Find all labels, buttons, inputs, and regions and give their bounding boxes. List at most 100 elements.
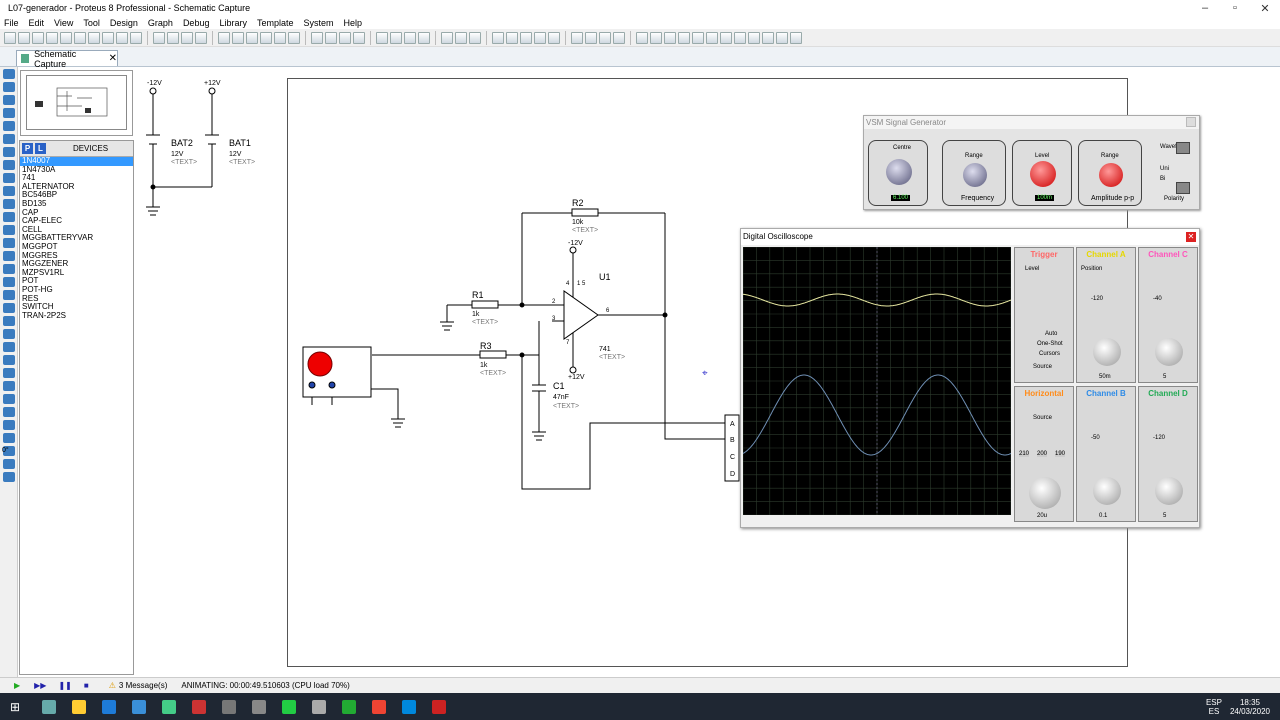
- toolbar-button[interactable]: [74, 31, 86, 44]
- mode-tool-button[interactable]: [3, 355, 15, 365]
- device-item[interactable]: ALTERNATOR: [22, 181, 75, 191]
- device-item[interactable]: CAP-ELEC: [22, 216, 63, 226]
- menu-system[interactable]: System: [303, 17, 334, 28]
- horizontal-knob[interactable]: [1029, 477, 1061, 509]
- menu-template[interactable]: Template: [256, 17, 294, 28]
- pick-devices-button[interactable]: P: [22, 143, 33, 154]
- taskbar-app-icon[interactable]: [42, 699, 57, 714]
- taskbar-app-icon[interactable]: [252, 699, 267, 714]
- centre-knob[interactable]: [886, 159, 912, 185]
- amp-range-knob[interactable]: [1099, 163, 1123, 187]
- menu-edit[interactable]: Edit: [28, 17, 45, 28]
- device-item[interactable]: POT-HG: [22, 284, 53, 294]
- mode-tool-button[interactable]: [3, 290, 15, 300]
- toolbar-button[interactable]: [418, 31, 430, 44]
- taskbar-app-icon[interactable]: [402, 699, 417, 714]
- signal-generator-window[interactable]: VSM Signal Generator Centre 6.100 Range …: [863, 115, 1200, 210]
- toolbar-button[interactable]: [376, 31, 388, 44]
- toolbar-button[interactable]: [492, 31, 504, 44]
- taskbar-app-icon[interactable]: [432, 699, 447, 714]
- mode-tool-button[interactable]: [3, 160, 15, 170]
- library-manager-button[interactable]: L: [35, 143, 46, 154]
- mode-tool-button[interactable]: [3, 212, 15, 222]
- toolbar-button[interactable]: [469, 31, 481, 44]
- mode-tool-button[interactable]: [3, 303, 15, 313]
- taskbar-app-icon[interactable]: [132, 699, 147, 714]
- device-item[interactable]: 1N4007: [20, 156, 133, 166]
- channel-a-knob[interactable]: [1093, 338, 1121, 366]
- toolbar-button[interactable]: [520, 31, 532, 44]
- toolbar-button[interactable]: [325, 31, 337, 44]
- waveform-button[interactable]: [1176, 142, 1190, 154]
- mode-tool-button[interactable]: [3, 407, 15, 417]
- freq-range-knob[interactable]: [963, 163, 987, 187]
- mode-tool-button[interactable]: [3, 121, 15, 131]
- toolbar-button[interactable]: [650, 31, 662, 44]
- mode-tool-button[interactable]: [3, 381, 15, 391]
- messages-count[interactable]: 3 Message(s): [118, 681, 168, 690]
- toolbar-button[interactable]: [218, 31, 230, 44]
- mode-tool-button[interactable]: [3, 446, 15, 456]
- toolbar-button[interactable]: [706, 31, 718, 44]
- mode-tool-button[interactable]: [3, 433, 15, 443]
- mode-tool-button[interactable]: [3, 225, 15, 235]
- taskbar-app-icon[interactable]: [102, 699, 117, 714]
- menu-view[interactable]: View: [54, 17, 74, 28]
- level-knob[interactable]: [1030, 161, 1056, 187]
- toolbar-button[interactable]: [664, 31, 676, 44]
- tab-close-icon[interactable]: ✕: [108, 53, 117, 64]
- toolbar-button[interactable]: [311, 31, 323, 44]
- menu-library[interactable]: Library: [219, 17, 247, 28]
- toolbar-button[interactable]: [288, 31, 300, 44]
- mode-tool-button[interactable]: [3, 173, 15, 183]
- toolbar-button[interactable]: [534, 31, 546, 44]
- restore-icon[interactable]: ▫: [1233, 2, 1237, 14]
- toolbar-button[interactable]: [548, 31, 560, 44]
- toolbar-button[interactable]: [246, 31, 258, 44]
- mode-tool-button[interactable]: [3, 459, 15, 469]
- toolbar-button[interactable]: [32, 31, 44, 44]
- toolbar-button[interactable]: [636, 31, 648, 44]
- toolbar-button[interactable]: [678, 31, 690, 44]
- toolbar-button[interactable]: [18, 31, 30, 44]
- pause-icon[interactable]: ❚❚: [58, 681, 72, 690]
- toolbar-button[interactable]: [585, 31, 597, 44]
- device-item[interactable]: CELL: [22, 224, 43, 234]
- channel-b-knob[interactable]: [1093, 477, 1121, 505]
- mode-tool-button[interactable]: [3, 277, 15, 287]
- toolbar-button[interactable]: [776, 31, 788, 44]
- toolbar-button[interactable]: [455, 31, 467, 44]
- device-item[interactable]: CAP: [22, 207, 39, 217]
- mode-tool-button[interactable]: [3, 472, 15, 482]
- taskbar-app-icon[interactable]: [222, 699, 237, 714]
- close-icon[interactable]: ✕: [1260, 2, 1270, 15]
- device-item[interactable]: MGGZENER: [22, 259, 69, 269]
- toolbar-button[interactable]: [353, 31, 365, 44]
- taskbar-app-icon[interactable]: [372, 699, 387, 714]
- play-icon[interactable]: ▶: [14, 681, 21, 690]
- device-item[interactable]: POT: [22, 276, 39, 286]
- mode-tool-button[interactable]: [3, 368, 15, 378]
- toolbar-button[interactable]: [790, 31, 802, 44]
- menu-design[interactable]: Design: [109, 17, 138, 28]
- overview-window[interactable]: [20, 70, 133, 136]
- device-item[interactable]: MGGRES: [22, 250, 58, 260]
- channel-d-knob[interactable]: [1155, 477, 1183, 505]
- toolbar-button[interactable]: [613, 31, 625, 44]
- device-item[interactable]: BC546BP: [22, 190, 58, 200]
- toolbar-button[interactable]: [506, 31, 518, 44]
- device-item[interactable]: 741: [22, 173, 36, 183]
- mode-tool-button[interactable]: [3, 95, 15, 105]
- schematic-drawing[interactable]: -12V +12V BAT2 12V <TEXT> BAT1 12V <TEXT…: [136, 67, 1280, 677]
- oscilloscope-window[interactable]: Digital Oscilloscope ✕ Trigger Level Aut…: [740, 228, 1200, 528]
- toolbar-button[interactable]: [390, 31, 402, 44]
- mode-tool-button[interactable]: [3, 238, 15, 248]
- mode-tool-button[interactable]: [3, 108, 15, 118]
- toolbar-button[interactable]: [599, 31, 611, 44]
- mode-tool-button[interactable]: [3, 147, 15, 157]
- device-item[interactable]: TRAN-2P2S: [22, 310, 67, 320]
- menu-graph[interactable]: Graph: [147, 17, 173, 28]
- menu-file[interactable]: File: [4, 17, 19, 28]
- toolbar-button[interactable]: [748, 31, 760, 44]
- toolbar-button[interactable]: [274, 31, 286, 44]
